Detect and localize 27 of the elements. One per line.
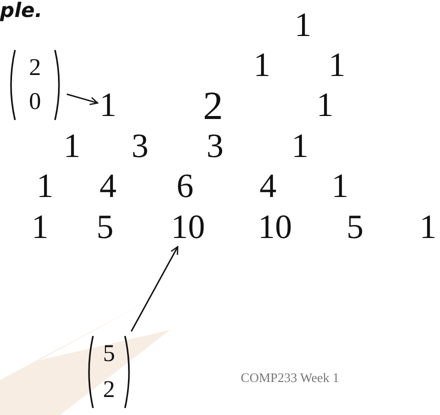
footer-text: COMP233 Week 1 <box>240 370 340 386</box>
triangle-number: 1 <box>100 89 116 123</box>
triangle-number: 4 <box>100 170 116 204</box>
triangle-number: 3 <box>206 130 224 164</box>
triangle-number: 1 <box>332 170 348 204</box>
triangle-number: 3 <box>132 130 148 164</box>
binomial-coefficient: 2 0 <box>6 48 64 122</box>
triangle-number: 10 <box>171 211 205 245</box>
triangle-number: 1 <box>316 89 334 123</box>
triangle-number: 1 <box>294 9 312 43</box>
triangle-number: 1 <box>32 211 48 245</box>
triangle-number: 1 <box>36 170 54 204</box>
triangle-number: 6 <box>176 170 194 204</box>
triangle-number: 4 <box>260 170 276 204</box>
triangle-number: 5 <box>96 211 114 245</box>
triangle-number: 1 <box>64 130 80 164</box>
triangle-number: 1 <box>328 49 346 83</box>
triangle-number: 2 <box>203 86 223 126</box>
triangle-number: 1 <box>254 49 270 83</box>
triangle-number: 5 <box>346 211 364 245</box>
triangle-number: 1 <box>420 211 436 245</box>
arrow <box>66 94 98 106</box>
heading-text: ple. <box>0 0 42 20</box>
triangle-number: 10 <box>258 211 292 245</box>
triangle-number: 1 <box>292 130 308 164</box>
arrow <box>130 246 178 332</box>
binomial-coefficient: 5 2 <box>84 334 134 410</box>
